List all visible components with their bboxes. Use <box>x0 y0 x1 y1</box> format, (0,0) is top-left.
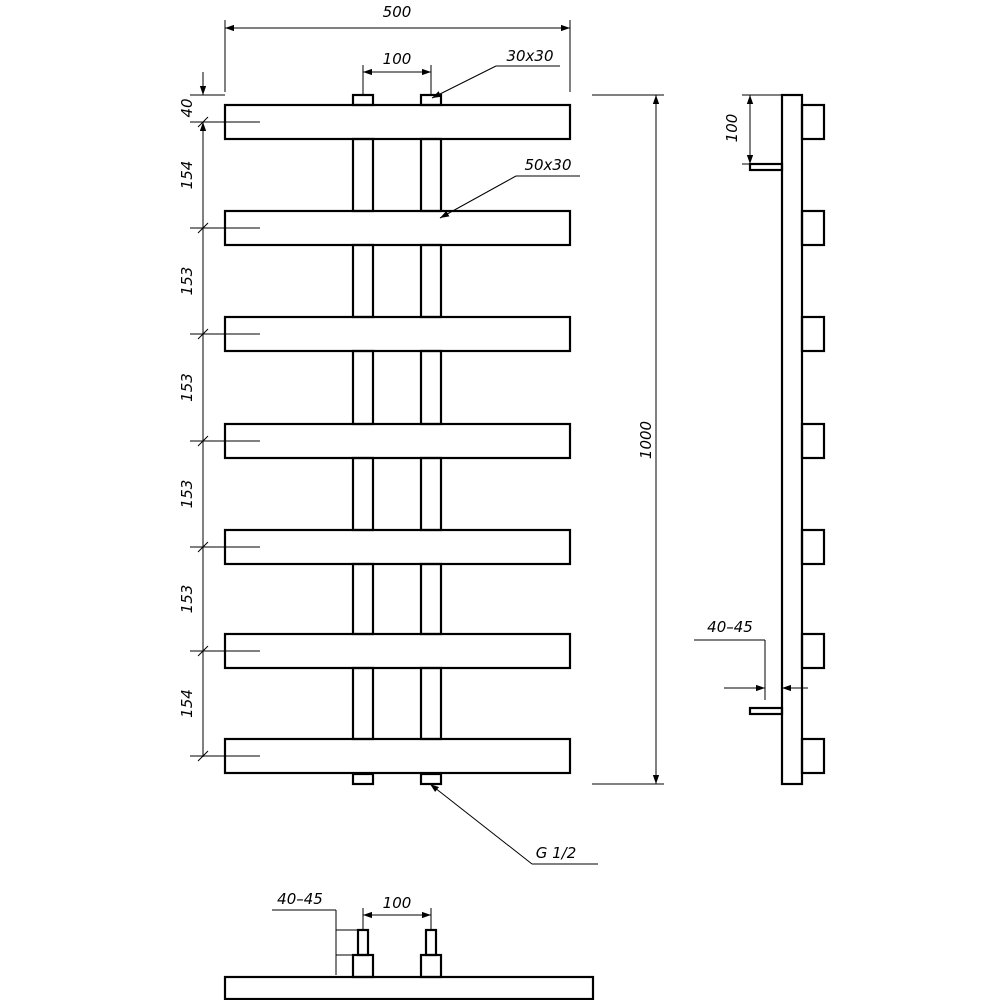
collector-segment <box>351 666 375 741</box>
collector-segment <box>351 349 375 426</box>
collector-segment <box>351 243 375 319</box>
vertical-collectors <box>351 137 443 741</box>
inlet-size-leader: 30x30 <box>431 47 560 99</box>
height-dimension: 1000 <box>592 94 664 785</box>
collector-segment <box>351 562 375 636</box>
bar-size-leader: 50x30 <box>439 156 580 219</box>
bar-spacing-dim-text: 154 <box>178 689 196 718</box>
bottom-bar <box>223 975 595 1000</box>
left-chain-dimension: 40 154 153 153 153 153 154 <box>178 72 260 762</box>
chain-tick <box>197 645 209 657</box>
bar-spacing-dim-text: 153 <box>178 585 196 614</box>
chain-tick <box>197 750 209 762</box>
thread-text: G 1/2 <box>536 844 577 862</box>
outlet-stub-right <box>419 772 443 786</box>
bottom-wall-dim-text: 40–45 <box>277 890 323 908</box>
chain-tick <box>197 222 209 234</box>
horizontal-bar <box>223 209 572 247</box>
outlet-stub-left <box>351 772 375 786</box>
collector-segment <box>419 349 443 426</box>
horizontal-bar <box>223 103 572 141</box>
chain-tick <box>197 328 209 340</box>
collector-segment <box>419 137 443 213</box>
bar-spacing-dim-text: 153 <box>178 480 196 509</box>
height-dim-text: 1000 <box>637 421 655 459</box>
horizontal-bar <box>223 737 572 775</box>
bottom-block-right <box>419 953 443 979</box>
bar-size-text: 50x30 <box>524 156 571 174</box>
inlet-stub-right <box>419 93 443 107</box>
bottom-pipe-left <box>356 928 370 957</box>
bottom-spacing-dim-text: 100 <box>383 894 412 912</box>
thread-leader: G 1/2 <box>429 783 598 865</box>
horizontal-bars <box>223 103 572 775</box>
side-bar-end <box>800 103 826 141</box>
bar-spacing-dim-text: 153 <box>178 373 196 402</box>
side-top-dimension: 100 <box>723 94 782 165</box>
chain-tick <box>197 116 209 128</box>
side-bracket-top <box>748 162 784 172</box>
collector-segment <box>419 666 443 741</box>
pipe-spacing-dim-text: 100 <box>383 50 412 68</box>
side-wall-dimension: 40–45 <box>694 618 808 700</box>
width-dim-text: 500 <box>383 3 412 21</box>
bottom-block-left <box>351 953 375 979</box>
side-bar-end <box>800 209 826 247</box>
bar-spacing-dim-text: 154 <box>178 161 196 190</box>
collector-segment <box>351 137 375 213</box>
side-bar-end <box>800 422 826 460</box>
collector-segment <box>419 243 443 319</box>
collector-segment <box>419 456 443 532</box>
top-offset-dim-text: 40 <box>178 98 196 117</box>
bottom-spacing-dimension: 100 <box>362 894 432 930</box>
side-bar-end <box>800 528 826 566</box>
front-view: 500 100 30x30 50x30 1000 <box>178 3 664 865</box>
bar-spacing-dim-text: 153 <box>178 267 196 296</box>
width-dimension: 500 <box>224 3 571 92</box>
side-view: 100 40–45 <box>694 93 826 786</box>
side-bracket-bottom <box>748 706 784 716</box>
inlet-stub-left <box>351 93 375 107</box>
side-bar-end <box>800 315 826 353</box>
horizontal-bar <box>223 528 572 566</box>
horizontal-bar <box>223 632 572 670</box>
horizontal-bar <box>223 422 572 460</box>
side-bar-ends <box>800 103 826 775</box>
bottom-view: 100 40–45 <box>223 890 595 1000</box>
side-bar-end <box>800 632 826 670</box>
chain-tick <box>197 435 209 447</box>
side-bar-end <box>800 737 826 775</box>
horizontal-bar <box>223 315 572 353</box>
side-collector <box>780 93 804 786</box>
pipe-spacing-dimension-top: 100 <box>362 50 432 95</box>
inlet-size-text: 30x30 <box>506 47 553 65</box>
bottom-pipe-right <box>424 928 438 957</box>
collector-segment <box>419 562 443 636</box>
chain-tick <box>197 541 209 553</box>
collector-segment <box>351 456 375 532</box>
side-wall-dim-text: 40–45 <box>707 618 753 636</box>
side-top-dim-text: 100 <box>723 114 741 143</box>
bottom-wall-dimension: 40–45 <box>272 890 360 975</box>
